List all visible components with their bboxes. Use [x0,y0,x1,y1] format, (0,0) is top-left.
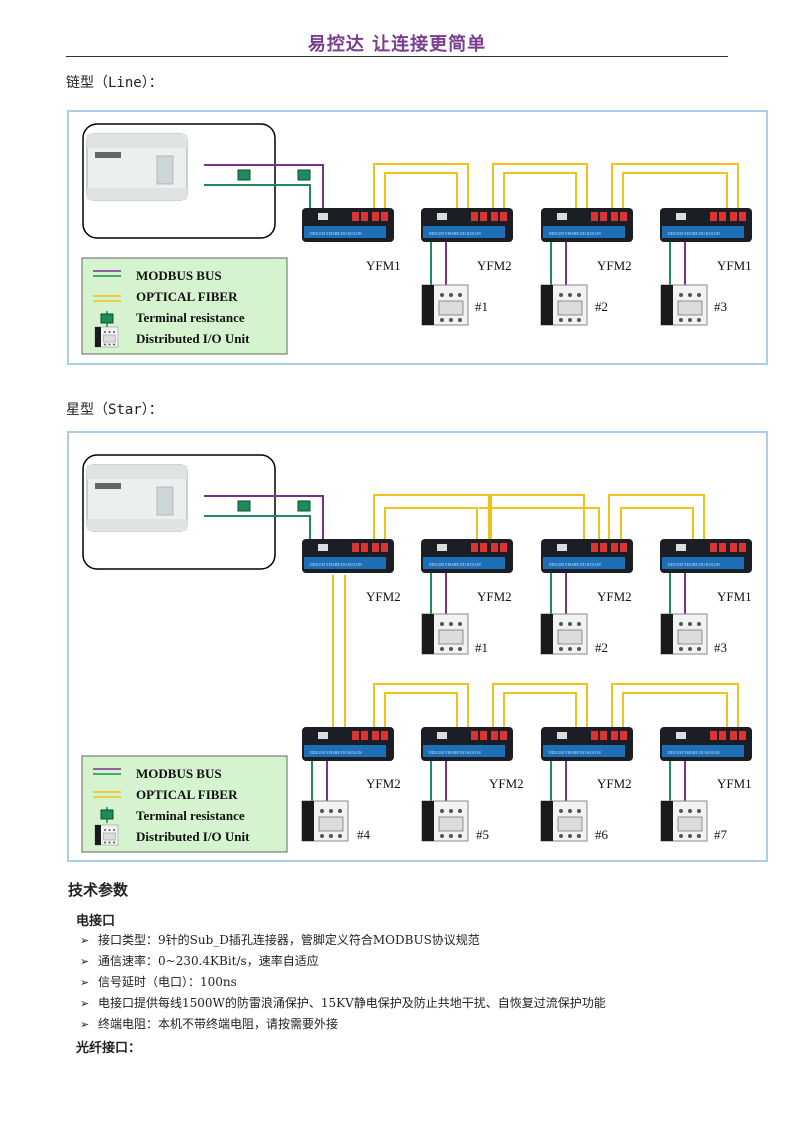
legend-terminal: Terminal resistance [136,310,245,325]
distributed-io-unit-icon [301,800,349,842]
optical-interface-heading: 光纤接口： [76,1041,142,1056]
optical-fiber-links [332,494,739,729]
line-topology-label: 链型（Line）： [66,75,163,91]
modbus-line [204,164,324,210]
device-label: #2 [595,299,608,314]
legend-fiber: OPTICAL FIBER [136,787,238,802]
module-label: YFM1 [366,258,401,273]
module-label: YFM1 [717,589,752,604]
module-label: YFM2 [477,258,512,273]
yfm-module [421,727,513,761]
distributed-io-unit-icon [421,800,469,842]
list-item: ➢接口类型：9针的Sub_D插孔连接器，管脚定义符合MODBUS协议规范 [80,933,480,947]
yfm-module [302,208,394,242]
yfm-module [541,539,633,573]
device-label: #1 [475,299,488,314]
device-label: #1 [475,640,488,655]
list-item: ➢终端电阻：本机不带终端电阻，请按需要外接 [80,1017,339,1031]
yfm-module [541,727,633,761]
specs-title: 技术参数 [68,881,129,899]
module-label: YFM2 [597,258,632,273]
distributed-io-unit-icon [660,284,708,326]
device-label: #5 [476,827,489,842]
star-topology-diagram: YFM2 YFM2 YFM2 YFM1 #1 #2 #3 YFM2 YFM2 Y… [67,431,768,862]
distributed-io-unit-icon [540,613,588,655]
star-topology-label: 星型（Star）： [66,402,163,418]
electrical-interface-heading: 电接口 [76,914,116,929]
list-item: ➢信号延时（电口）：100ns [80,975,237,989]
electrical-spec-list: ➢接口类型：9针的Sub_D插孔连接器，管脚定义符合MODBUS协议规范 ➢通信… [80,930,606,1035]
line-topology-svg: IIDUUM YEISHE DO KOLON [81,123,752,355]
legend-fiber: OPTICAL FIBER [136,289,238,304]
device-label: #2 [595,640,608,655]
star-topology-svg: YFM2 YFM2 YFM2 YFM1 #1 #2 #3 YFM2 YFM2 Y… [81,454,752,853]
yfm-module [302,727,394,761]
yfm-module [660,208,752,242]
modbus-line-green [204,515,311,541]
legend-modbus: MODBUS BUS [136,268,222,283]
distributed-io-unit-icon [421,284,469,326]
line-topology-diagram: IIDUUM YEISHE DO KOLON [67,110,768,365]
module-label: YFM1 [717,776,752,791]
document-header-title: 易控达 让连接更简单 [307,34,487,55]
distributed-io-unit-icon [660,800,708,842]
legend-terminal: Terminal resistance [136,808,245,823]
yfm-module [660,727,752,761]
distributed-io-unit-icon [660,613,708,655]
device-label: #3 [714,299,727,314]
modbus-line-green [204,184,311,210]
terminal-resistance-icon [297,500,311,512]
yfm-module [660,539,752,573]
distributed-io-unit-icon [540,800,588,842]
modbus-line [204,495,324,541]
module-label: YFM1 [717,258,752,273]
legend-modbus: MODBUS BUS [136,766,222,781]
legend-io-unit: Distributed I/O Unit [136,331,250,346]
module-label: YFM2 [366,589,401,604]
terminal-resistance-icon [237,500,251,512]
legend-io-unit: Distributed I/O Unit [136,829,250,844]
list-item: ➢电接口提供每线1500W的防雷浪涌保护、15KV静电保护及防止共地干扰、自恢复… [80,996,606,1010]
terminal-resistance-icon [297,169,311,181]
device-label: #4 [357,827,371,842]
yfm-module [541,208,633,242]
device-label: #6 [595,827,609,842]
device-label: #7 [714,827,728,842]
module-label: YFM2 [597,776,632,791]
terminal-resistance-icon [237,169,251,181]
header-divider [66,56,728,57]
module-label: YFM2 [489,776,524,791]
yfm-module [421,208,513,242]
distributed-io-unit-icon [421,613,469,655]
list-item: ➢通信速率：0~230.4KBit/s，速率自适应 [80,954,319,968]
yfm-module [302,539,394,573]
distributed-io-unit-icon [540,284,588,326]
optical-fiber-links [373,163,739,210]
module-label: YFM2 [597,589,632,604]
device-label: #3 [714,640,727,655]
module-label: YFM2 [366,776,401,791]
yfm-module [421,539,513,573]
module-label: YFM2 [477,589,512,604]
